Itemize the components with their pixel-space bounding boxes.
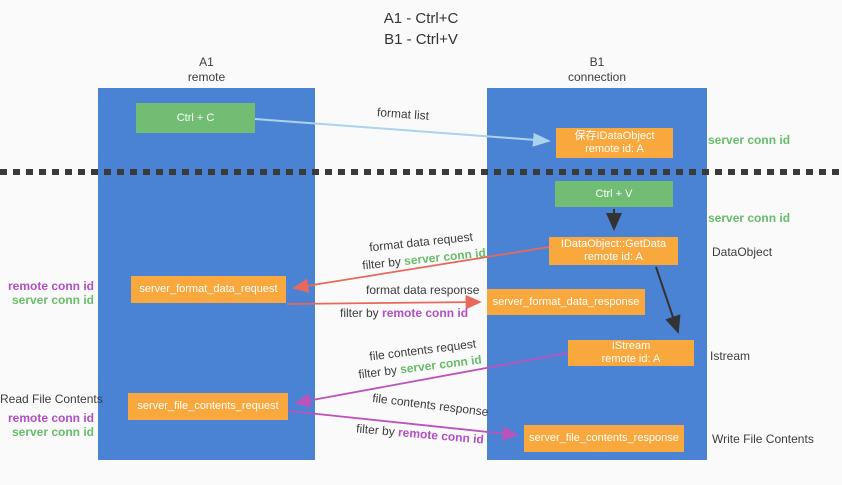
dotted-separator bbox=[0, 169, 842, 175]
file-contents-response-arrow bbox=[288, 410, 519, 441]
lane-b1-role: connection bbox=[567, 70, 627, 84]
lane-a1-name: A1 bbox=[199, 55, 214, 69]
node-save-idataobject-line2: remote id: A bbox=[585, 143, 644, 155]
right-server-conn-id-top: server conn id bbox=[708, 133, 791, 147]
node-server-format-data-request-label: server_format_data_request bbox=[139, 283, 278, 295]
format-data-response-arrow bbox=[286, 294, 482, 310]
write-file-contents-label: Write File Contents bbox=[712, 432, 814, 446]
title-line-2: B1 - Ctrl+V bbox=[384, 31, 458, 48]
remote-conn-id-text: remote conn id bbox=[382, 306, 469, 320]
node-istream-line2: remote id: A bbox=[601, 353, 661, 365]
node-server-file-contents-response-label: server_file_contents_response bbox=[529, 432, 679, 444]
node-getdata-line2: remote id: A bbox=[584, 251, 643, 263]
left-server-conn-id-bottom: server conn id bbox=[11, 425, 94, 439]
node-save-idataobject-line1: 保存IDataObject bbox=[574, 130, 655, 142]
istream-side-label: Istream bbox=[710, 349, 751, 363]
node-istream-line1: IStream bbox=[611, 340, 651, 352]
node-server-format-data-response: server_format_data_response bbox=[487, 289, 645, 315]
dataobject-label: DataObject bbox=[712, 245, 773, 259]
node-idataobject-getdata: IDataObject::GetData remote id: A bbox=[549, 237, 678, 265]
node-server-format-data-response-label: server_format_data_response bbox=[492, 295, 640, 308]
node-ctrl-v-label: Ctrl + V bbox=[595, 187, 633, 200]
read-file-contents-label: Read File Contents bbox=[0, 392, 103, 406]
right-server-conn-id-mid: server conn id bbox=[708, 211, 791, 225]
node-ctrl-c: Ctrl + C bbox=[136, 103, 255, 133]
node-ctrl-v: Ctrl + V bbox=[555, 181, 673, 207]
lane-header-b1: B1 connection bbox=[487, 55, 707, 85]
node-server-file-contents-request: server_file_contents_request bbox=[128, 393, 288, 420]
diagram-title: A1 - Ctrl+C B1 - Ctrl+V bbox=[0, 8, 842, 50]
left-remote-conn-id-bottom: remote conn id bbox=[7, 411, 94, 425]
node-getdata-line1: IDataObject::GetData bbox=[560, 238, 667, 250]
getdata-to-istream-arrow bbox=[655, 266, 681, 334]
file-contents-request-arrow bbox=[294, 352, 569, 408]
filter-by-remote-conn-id-label-top: filter by remote conn id bbox=[340, 306, 468, 320]
lane-header-a1: A1 remote bbox=[98, 55, 315, 85]
node-server-format-data-request: server_format_data_request bbox=[131, 276, 286, 303]
title-line-1: A1 - Ctrl+C bbox=[383, 10, 459, 27]
format-data-request-arrow bbox=[292, 246, 550, 293]
lane-b1-name: B1 bbox=[589, 55, 605, 69]
filter-by-text: filter by bbox=[340, 306, 379, 320]
left-remote-conn-id-top: remote conn id bbox=[7, 279, 94, 293]
format-list-arrow bbox=[254, 118, 551, 147]
node-server-file-contents-response: server_file_contents_response bbox=[524, 425, 684, 452]
node-ctrl-c-label: Ctrl + C bbox=[176, 111, 215, 124]
lane-a1-role: remote bbox=[187, 70, 226, 84]
left-server-conn-id-top: server conn id bbox=[11, 293, 94, 307]
format-data-response-label: format data response bbox=[366, 283, 480, 297]
node-server-file-contents-request-label: server_file_contents_request bbox=[137, 400, 279, 412]
node-istream: IStream remote id: A bbox=[568, 340, 694, 366]
node-save-idataobject: 保存IDataObject remote id: A bbox=[556, 128, 673, 158]
